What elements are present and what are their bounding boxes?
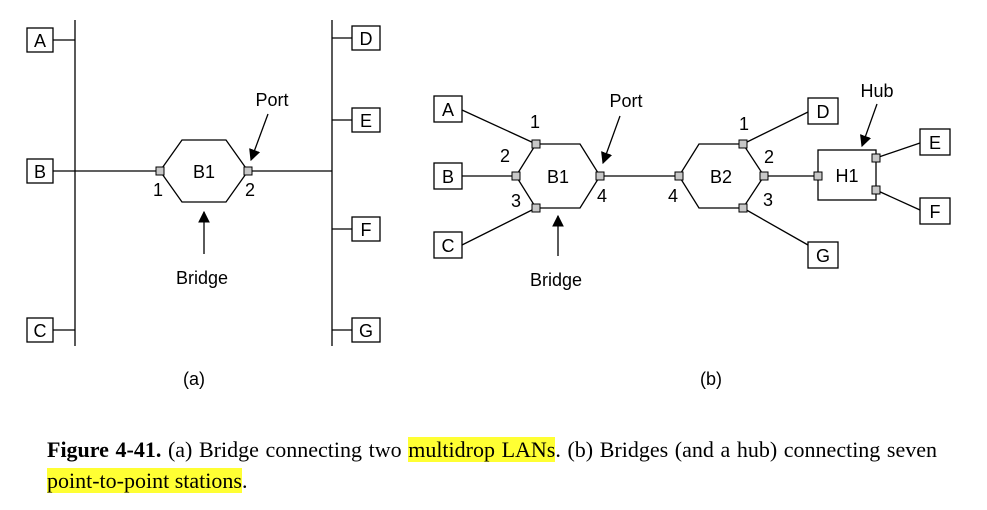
station-a-left: A [26, 27, 54, 53]
hub-port-f [871, 185, 881, 195]
station-b-right: B [433, 162, 463, 190]
bridge-b2: B2 [678, 143, 765, 209]
port-callout-b: Port [609, 91, 642, 111]
station-f-right: F [919, 197, 951, 225]
b2-port-number-4: 4 [668, 186, 678, 206]
caption-text-2: . (b) Bridges (and a hub) connecting sev… [555, 437, 937, 462]
hub-callout: Hub [860, 81, 893, 101]
svg-text:E: E [360, 111, 372, 131]
b1-port-number-1: 1 [530, 112, 540, 132]
b2-port-4 [674, 171, 684, 181]
station-d-left: D [351, 25, 381, 51]
diagram-b: A B C D E F G B1 [433, 81, 951, 389]
svg-text:F: F [361, 220, 372, 240]
caption-text-3: . [241, 468, 248, 493]
figure-caption: Figure 4-41. (a) Bridge connecting two m… [47, 434, 937, 496]
station-e-left: E [351, 107, 381, 133]
station-f-left: F [351, 216, 381, 242]
hub-port-in [813, 171, 823, 181]
hub-port-e [871, 153, 881, 163]
caption-text-1: (a) Bridge connecting two [161, 437, 409, 462]
hub-h1: H1 [817, 149, 877, 201]
svg-text:A: A [442, 100, 454, 120]
svg-text:C: C [442, 236, 455, 256]
station-d-right: D [807, 97, 839, 125]
b2-port-number-1: 1 [739, 114, 749, 134]
bridge-callout-a: Bridge [176, 268, 228, 288]
b2-port-3 [738, 203, 748, 213]
highlight-point-to-point-stations: point-to-point stations [47, 468, 242, 493]
b2-port-1 [738, 139, 748, 149]
svg-text:H1: H1 [835, 166, 858, 186]
station-a-right: A [433, 95, 463, 123]
b1-port-number-2: 2 [500, 146, 510, 166]
sublabel-a: (a) [183, 369, 205, 389]
figure-diagrams: A B C D E F G B1 [26, 20, 951, 389]
svg-text:B: B [442, 167, 454, 187]
station-c-left: C [26, 317, 54, 343]
station-b-left: B [26, 158, 54, 184]
bridge-b1-a: B1 [159, 139, 249, 203]
b2-port-number-3: 3 [763, 190, 773, 210]
port-arrow-a [249, 113, 269, 162]
figure-label: Figure 4-41. [47, 437, 162, 462]
b1-port-1 [531, 139, 541, 149]
b2-port-number-2: 2 [764, 147, 774, 167]
b1-port-4 [595, 171, 605, 181]
station-g-left: G [351, 317, 381, 343]
port-arrow-b [601, 115, 621, 165]
b1-port-number-3: 3 [511, 191, 521, 211]
svg-text:B1: B1 [547, 167, 569, 187]
station-c-right: C [433, 231, 463, 259]
bridge-b1-b: B1 [515, 143, 601, 209]
hub-arrow [860, 103, 878, 148]
svg-text:B2: B2 [710, 167, 732, 187]
station-e-right: E [919, 128, 951, 156]
port-1-a [155, 166, 165, 176]
port-number-1: 1 [153, 180, 163, 200]
b1-port-2 [511, 171, 521, 181]
b1-port-3 [531, 203, 541, 213]
svg-text:B1: B1 [193, 162, 215, 182]
svg-text:A: A [34, 31, 46, 51]
svg-text:G: G [816, 246, 830, 266]
svg-text:B: B [34, 162, 46, 182]
station-g-right: G [807, 241, 839, 269]
port-callout-a: Port [255, 90, 288, 110]
b2-port-2 [759, 171, 769, 181]
bridge-callout-b: Bridge [530, 270, 582, 290]
b1-port-number-4: 4 [597, 186, 607, 206]
svg-text:C: C [34, 321, 47, 341]
svg-text:E: E [929, 133, 941, 153]
port-number-2: 2 [245, 180, 255, 200]
svg-text:D: D [817, 102, 830, 122]
highlight-multidrop-lans: multidrop LANs [408, 437, 556, 462]
sublabel-b: (b) [700, 369, 722, 389]
svg-text:F: F [930, 202, 941, 222]
svg-text:G: G [359, 321, 373, 341]
diagram-a: A B C D E F G B1 [26, 20, 381, 389]
svg-text:D: D [360, 29, 373, 49]
port-2-a [243, 166, 253, 176]
